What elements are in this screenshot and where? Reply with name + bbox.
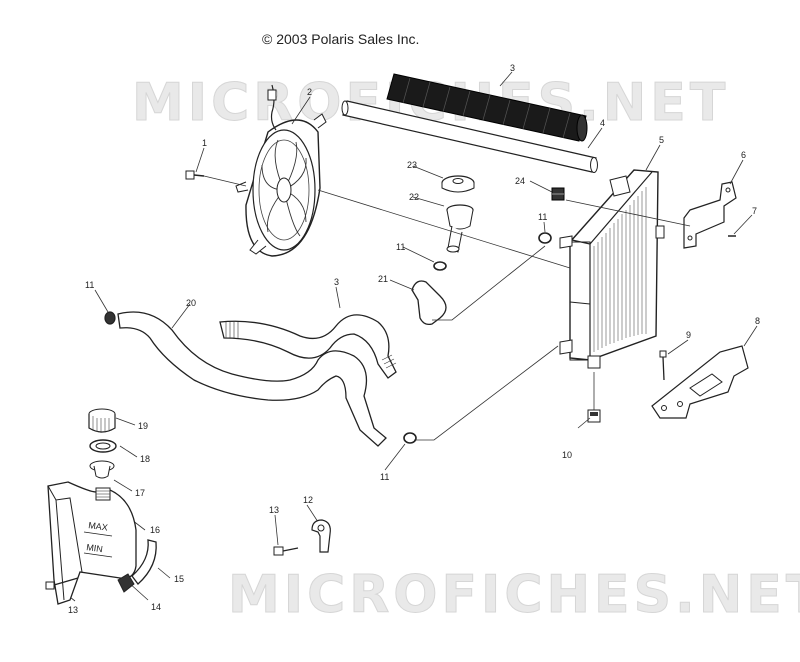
callout-2: 2: [307, 87, 312, 97]
part-24-grommet: [551, 187, 565, 201]
part-8-mount-bracket: [651, 345, 749, 419]
callout-23: 23: [407, 160, 417, 170]
part-22-filler-neck: [446, 204, 474, 253]
part-11-clamp-d: [403, 432, 417, 444]
part-2-fan-assembly: [235, 84, 327, 257]
callout-3-lower: 3: [334, 277, 339, 287]
callout-11-c: 11: [85, 280, 94, 290]
callout-3-upper: 3: [510, 63, 515, 73]
watermark-bottom: MICROFICHES.NET: [228, 565, 800, 625]
part-20-hose: [117, 311, 387, 447]
callout-labels: 1 2 3 3 4 5 6 7 8 9 10 11 11 11 11 12 13…: [68, 63, 760, 615]
callout-11-b: 11: [396, 242, 405, 252]
callout-20: 20: [186, 298, 196, 308]
callout-4: 4: [600, 118, 605, 128]
part-18-gasket: [89, 439, 117, 453]
callout-21: 21: [378, 274, 388, 284]
callout-17: 17: [135, 488, 145, 498]
part-3-hose-upper: [386, 73, 588, 142]
callout-9: 9: [686, 330, 691, 340]
callout-15: 15: [174, 574, 184, 584]
callout-19: 19: [138, 421, 148, 431]
callout-12: 12: [303, 495, 313, 505]
part-14-fitting: [117, 573, 135, 593]
callout-22: 22: [409, 192, 419, 202]
part-12-clip: [311, 519, 331, 553]
tank-min-mark: MIN: [86, 542, 104, 554]
callout-13-center: 13: [269, 505, 279, 515]
callout-1: 1: [202, 138, 207, 148]
part-5-radiator: [559, 169, 665, 369]
callout-14: 14: [151, 602, 161, 612]
part-3-hose-lower: [219, 314, 397, 379]
callout-5: 5: [659, 135, 664, 145]
part-19-reservoir-cap: [88, 408, 116, 433]
copyright-notice: © 2003 Polaris Sales Inc.: [262, 31, 420, 47]
callout-6: 6: [741, 150, 746, 160]
part-11-clamp-a: [538, 232, 552, 244]
part-21-short-hose: [411, 280, 447, 326]
part-11-clamp-b: [433, 261, 447, 271]
callout-18: 18: [140, 454, 150, 464]
part-23-radiator-cap: [441, 175, 475, 193]
callout-11-d: 11: [380, 472, 389, 482]
part-17-neck: [89, 460, 115, 479]
callout-10: 10: [562, 450, 572, 460]
part-10-drain-plug: [587, 409, 601, 423]
part-11-clamp-c: [104, 311, 116, 325]
tank-max-mark: MAX: [88, 520, 109, 533]
part-13-bolt-center: [273, 546, 299, 556]
callout-24: 24: [515, 176, 525, 186]
callout-11-a: 11: [538, 212, 547, 222]
part-9-screw: [659, 350, 667, 381]
callout-8: 8: [755, 316, 760, 326]
callout-7: 7: [752, 206, 757, 216]
callout-16: 16: [150, 525, 160, 535]
callout-13-left: 13: [68, 605, 78, 615]
part-6-bracket: [683, 181, 737, 249]
part-4-tube: [341, 100, 598, 173]
part-15-overflow-hose: [131, 539, 157, 585]
part-1-bolt: [185, 170, 205, 180]
part-13-bolt-left: [45, 577, 79, 590]
